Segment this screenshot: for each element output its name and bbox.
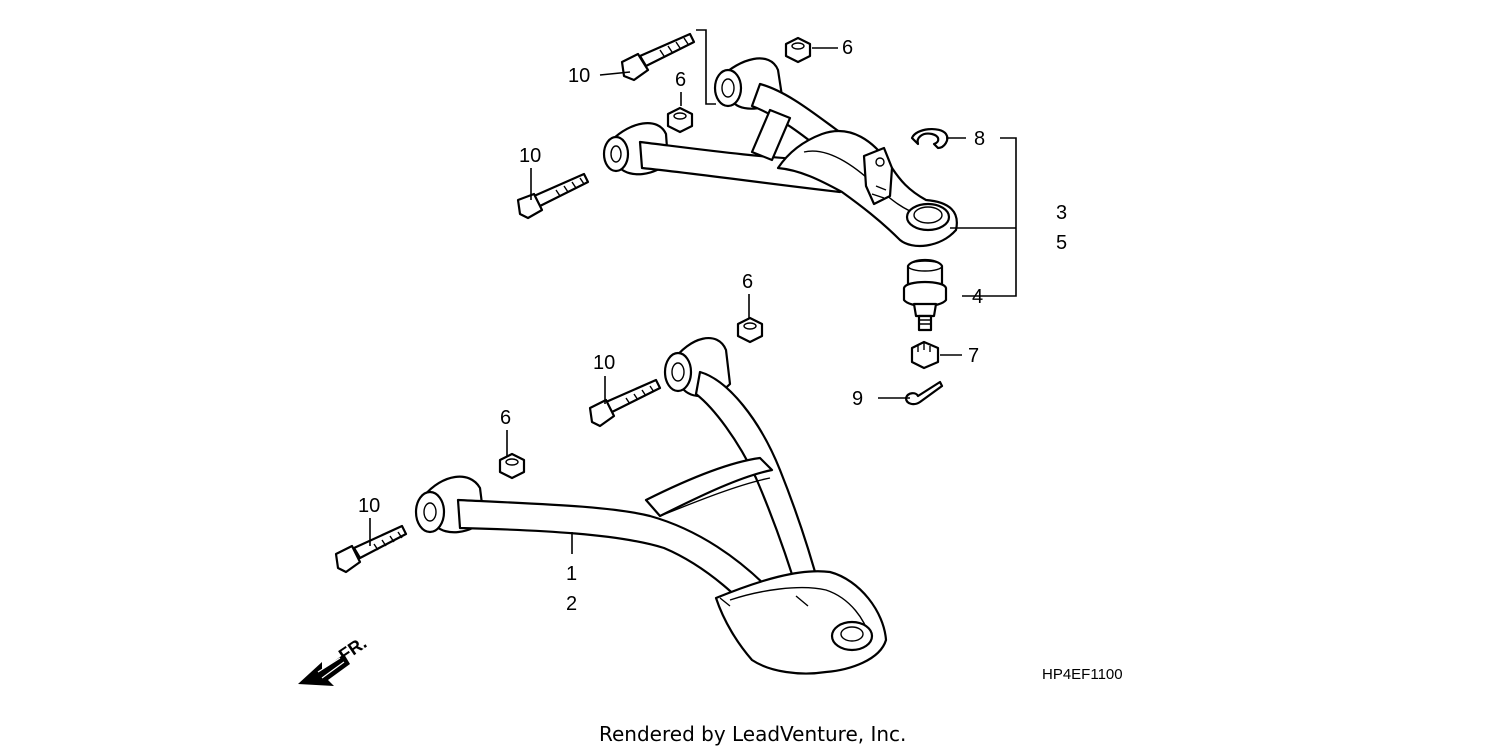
nut-lower-front[interactable] [498,452,526,480]
nut-lower-rear[interactable] [736,316,764,344]
front-arrow-icon [298,654,350,686]
leader-lines [369,29,1017,554]
credit-text: Rendered by LeadVenture, Inc. [599,722,906,746]
callout-6-upper-front: 6 [675,69,686,91]
callout-10-upper-front: 10 [519,145,541,167]
callout-10-lower-front: 10 [358,495,380,517]
nut-upper-rear[interactable] [784,36,812,64]
callout-1: 1 [566,563,577,585]
front-direction-indicator: FR. [298,633,370,686]
callout-8: 8 [974,128,985,150]
callout-6-lower-rear: 6 [742,271,753,293]
bolt-upper-front[interactable] [516,172,590,220]
cotter-pin[interactable] [904,380,944,406]
callout-2: 2 [566,593,577,615]
callout-6-upper-rear: 6 [842,37,853,59]
callout-5: 5 [1056,232,1067,254]
lower-arm[interactable] [414,337,888,675]
bolt-upper-rear[interactable] [620,32,696,82]
upper-arm[interactable] [602,57,958,247]
callout-10-upper-rear: 10 [568,65,590,87]
ball-joint[interactable] [902,258,948,332]
diagram-code: HP4EF1100 [1042,666,1123,683]
callout-7: 7 [968,345,979,367]
callout-10-lower-rear: 10 [593,352,615,374]
bolt-lower-front[interactable] [334,524,408,574]
castle-nut[interactable] [910,340,940,370]
bolt-lower-rear[interactable] [588,378,662,428]
callout-4: 4 [972,286,983,308]
callout-labels: 10 6 6 10 8 3 5 4 6 7 10 9 6 10 1 2 [358,37,1067,615]
nut-upper-front[interactable] [666,106,694,134]
callout-9: 9 [852,388,863,410]
callout-3: 3 [1056,202,1067,224]
callout-6-lower-front: 6 [500,407,511,429]
circlip[interactable] [910,128,949,150]
